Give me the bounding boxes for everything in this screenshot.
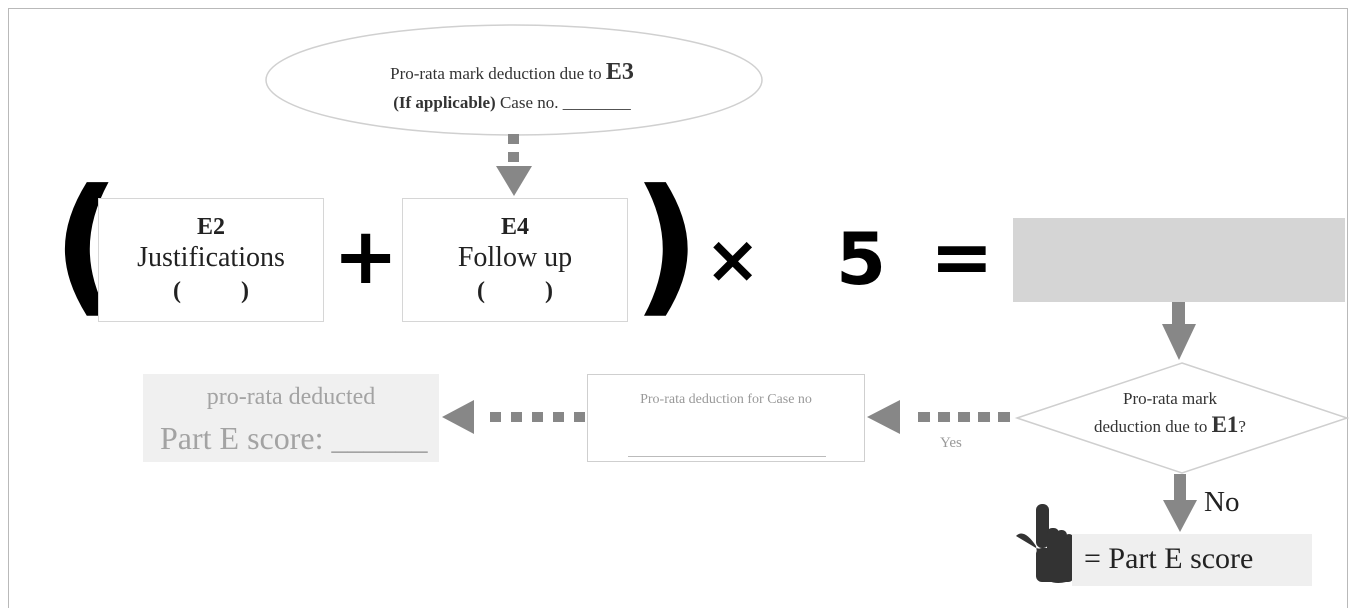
case-number-line <box>628 456 826 457</box>
result-to-decision-arrow <box>1162 302 1196 360</box>
e4-label: Follow up <box>457 242 573 273</box>
e3-title: Pro-rata mark deduction due to <box>390 64 602 83</box>
e4-code: E4 <box>500 214 529 240</box>
e2-label: Justifications <box>137 242 285 273</box>
e3-line1: Pro-rata mark deduction due to E3 <box>282 58 742 88</box>
times-sign: × <box>705 221 761 298</box>
final-score-label: = Part E score <box>1084 542 1254 575</box>
no-arrow <box>1163 474 1197 532</box>
decision-line2-row: deduction due to E1? <box>1060 412 1280 440</box>
e3-applicable: (If applicable) <box>393 93 496 112</box>
decision-line2: deduction due to <box>1094 417 1208 436</box>
diagram-frame <box>8 8 1348 608</box>
e4-box: E4 Follow up ( ) <box>402 198 628 322</box>
e3-code: E3 <box>605 59 634 85</box>
deducted-score-field: Part E score: ______ <box>160 420 428 456</box>
final-score-box <box>1072 534 1312 586</box>
decision-code: E1 <box>1211 412 1239 437</box>
e2-value-field: ( ) <box>173 278 249 304</box>
e4-value-field: ( ) <box>477 278 553 304</box>
e2-code: E2 <box>196 214 225 240</box>
decision-diamond <box>1014 362 1350 474</box>
result-box <box>1013 218 1345 302</box>
plus-sign: + <box>333 212 399 302</box>
equals-sign: = <box>930 212 994 301</box>
e2-box: E2 Justifications ( ) <box>98 198 324 322</box>
pointing-hand-icon <box>1016 504 1074 583</box>
e3-line2: (If applicable) Case no. ________ <box>282 88 742 117</box>
decision-line1: Pro-rata mark <box>1123 389 1217 408</box>
case-to-deducted-arrow <box>442 400 585 434</box>
e3-case-field: Case no. ________ <box>499 93 631 112</box>
yes-arrow <box>867 400 1010 434</box>
no-label: No <box>1204 486 1240 518</box>
deducted-subtitle: pro-rata deducted <box>206 384 376 410</box>
decision-node: Pro-rata mark deduction due to E1? <box>1060 386 1280 440</box>
deducted-score-box <box>143 374 439 462</box>
multiplier: 5 <box>836 217 887 301</box>
case-label: Pro-rata deduction for Case no <box>640 392 812 407</box>
close-bracket: ) <box>632 158 701 332</box>
e3-to-e4-arrow <box>496 134 532 196</box>
e3-node: Pro-rata mark deduction due to E3 (If ap… <box>282 58 742 117</box>
case-box <box>587 374 865 462</box>
decision-suffix: ? <box>1238 417 1246 436</box>
yes-label: Yes <box>940 435 962 451</box>
